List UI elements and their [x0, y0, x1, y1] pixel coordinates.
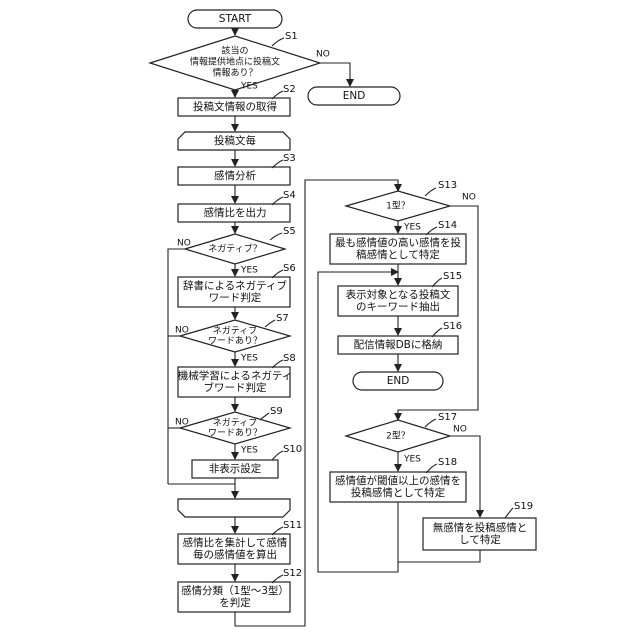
s15-step-id: S15	[443, 271, 462, 282]
s7-no-label: NO	[175, 326, 189, 336]
s1-step-id: S1	[285, 31, 298, 42]
arrow-s1-no	[320, 63, 350, 86]
s9-text-line-1: ネガティブ	[213, 417, 257, 429]
s17-yes-label: YES	[403, 455, 421, 465]
s11-text-line-1: 感情比を集計して感情	[183, 536, 288, 549]
s19-step-id: S19	[514, 501, 533, 512]
s4-text: 感情比を出力	[204, 206, 267, 219]
s13-yes-label: YES	[403, 223, 421, 233]
s5-yes-label: YES	[240, 266, 258, 276]
s12-text-line-2: を判定	[219, 596, 251, 609]
s8-step-id: S8	[283, 353, 296, 364]
arrow-return-s15	[318, 272, 398, 572]
s17-no-label: NO	[453, 425, 467, 435]
s19-text-line-1: 無感情を投稿感情と	[433, 521, 528, 534]
s9-yes-label: YES	[240, 446, 258, 456]
s7-text-line-2: ワードあり？	[208, 336, 262, 347]
s1-text-line-3: 情報あり？	[212, 67, 257, 79]
s2-step-id: S2	[283, 84, 296, 95]
s10-step-id: S10	[283, 444, 302, 455]
s12-text-line-1: 感情分類（1型～3型）	[181, 584, 289, 597]
s1-text-line-2: 情報提供地点に投稿文	[190, 56, 280, 68]
end-right-label: END	[343, 90, 366, 102]
s13-step-id-leader	[425, 188, 436, 196]
s1-no-label: NO	[316, 50, 330, 60]
s18-text-line-1: 感情値が閾値以上の感情を	[335, 474, 461, 487]
s14-text-line-1: 最も感情値の高い感情を投	[335, 236, 461, 249]
s5-no-label: NO	[177, 239, 191, 249]
s5-step-id: S5	[283, 226, 296, 237]
s7-yes-label: YES	[240, 354, 258, 364]
s6-text-line-1: 辞書によるネガティブ	[183, 279, 288, 292]
start-label: START	[219, 13, 252, 25]
s7-step-id: S7	[276, 313, 289, 324]
s1-text-line-1: 該当の	[221, 45, 248, 57]
s9-no-label: NO	[175, 418, 189, 428]
s10-step-id-leader	[272, 451, 283, 460]
s5-text: ネガティブ？	[208, 243, 261, 255]
loop-start-text: 投稿文毎	[214, 134, 256, 147]
s5-step-id-leader	[270, 233, 282, 240]
s17-step-id: S17	[438, 412, 457, 423]
s14-step-id: S14	[438, 220, 457, 231]
s2-text: 投稿文情報の取得	[193, 100, 277, 113]
s6-step-id: S6	[283, 263, 296, 274]
s16-step-id: S16	[443, 321, 462, 332]
s3-step-id: S3	[283, 153, 296, 164]
s17-step-id-leader	[425, 419, 436, 427]
s14-text-line-2: 稿感情として特定	[356, 248, 440, 261]
s7-step-id-leader	[265, 320, 275, 327]
end-mid-label: END	[387, 375, 410, 387]
s1-step-id-leader	[272, 38, 284, 46]
s19-text-line-2: して特定	[459, 533, 501, 546]
s9-step-id: S9	[270, 406, 283, 417]
s9-step-id-leader	[260, 413, 269, 420]
s16-text: 配信情報DBに格納	[354, 338, 443, 351]
s6-text-line-2: ワード判定	[209, 291, 262, 304]
s15-text-line-2: のキーワード抽出	[356, 300, 440, 313]
s17-text: 2型？	[386, 431, 410, 442]
s7-text-line-1: ネガティブ	[213, 325, 257, 337]
s13-step-id: S13	[438, 180, 457, 191]
s19-join-line	[398, 550, 480, 562]
s18-step-id: S18	[438, 457, 457, 468]
s18-text-line-2: 投稿感情として特定	[351, 486, 446, 499]
s13-no-label: NO	[462, 193, 476, 203]
s11-step-id: S11	[283, 520, 302, 531]
s9-text-line-2: ワードあり？	[208, 428, 262, 439]
s8-text-line-1: 機械学習によるネガティ	[178, 369, 293, 382]
s12-step-id: S12	[283, 568, 302, 579]
loop-end-box	[178, 499, 290, 517]
s8-text-line-2: ブワード判定	[204, 381, 267, 394]
s1-yes-label: YES	[240, 82, 258, 92]
s15-text-line-1: 表示対象となる投稿文	[346, 288, 451, 301]
s19-step-id-leader	[505, 508, 513, 518]
s13-text: 1型？	[386, 201, 410, 212]
s3-text: 感情分析	[214, 169, 256, 182]
s11-text-line-2: 毎の感情値を算出	[193, 548, 277, 561]
s4-step-id: S4	[283, 190, 296, 201]
s10-text: 非表示設定	[209, 462, 262, 475]
